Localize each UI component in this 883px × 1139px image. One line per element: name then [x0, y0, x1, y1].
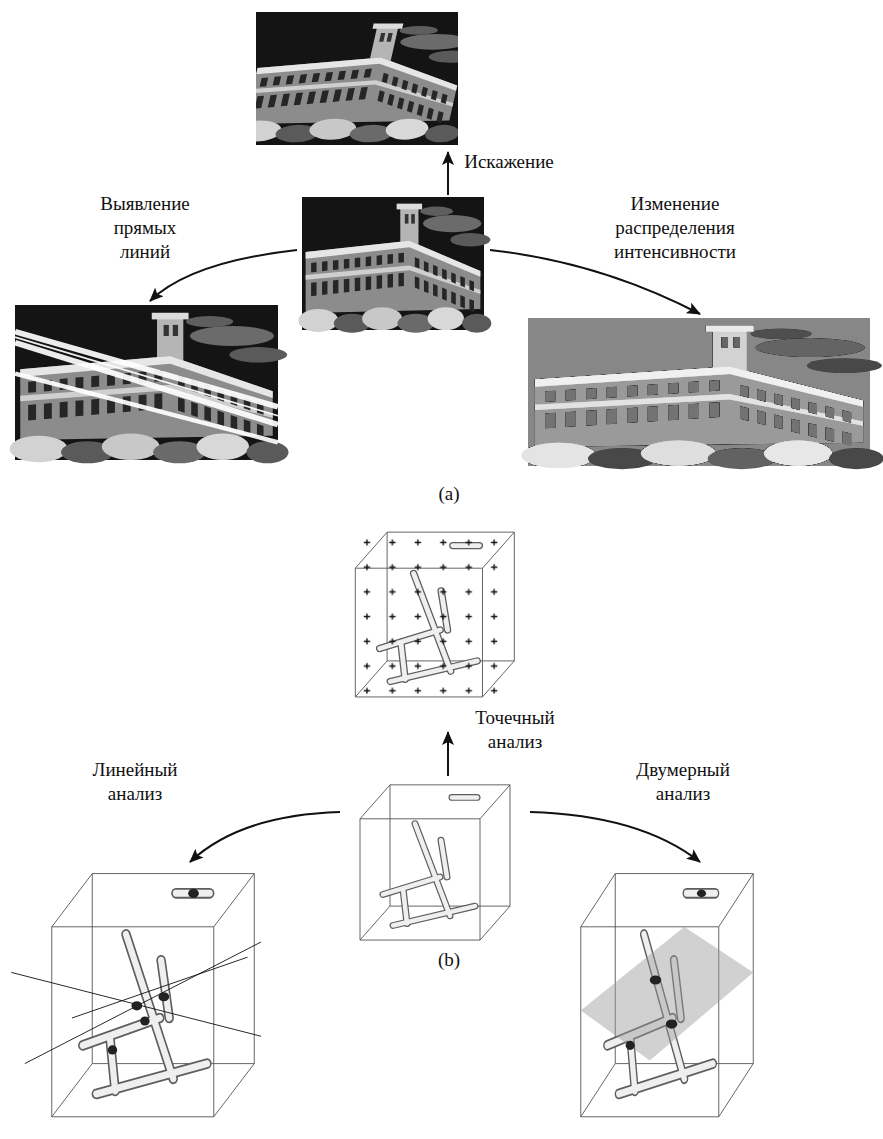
- arrow-label: Искажение: [464, 150, 554, 174]
- arrow: [447, 152, 449, 195]
- intensity-photo: [521, 318, 883, 469]
- arrow-label: Точечный анализ: [475, 706, 554, 754]
- arrow-label: Двумерный анализ: [636, 758, 730, 806]
- plane-cube: [581, 874, 754, 1117]
- arrow-label: Выявление прямых линий: [100, 192, 190, 264]
- panel-label: (b): [438, 948, 460, 972]
- arrow-label: Изменение распределения интенсивности: [614, 192, 736, 264]
- distorted-photo: [232, 12, 485, 145]
- lines-photo: [10, 305, 289, 463]
- arrow: [530, 812, 700, 862]
- arrow: [447, 732, 449, 776]
- rod-cube: [360, 785, 510, 940]
- original-photo: [298, 197, 491, 333]
- point-cube: [355, 532, 514, 697]
- arrow: [150, 250, 297, 301]
- line-cube: [11, 874, 261, 1117]
- arrow-label: Линейный анализ: [93, 758, 178, 806]
- panel-label: (a): [438, 482, 459, 506]
- arrow: [190, 812, 340, 862]
